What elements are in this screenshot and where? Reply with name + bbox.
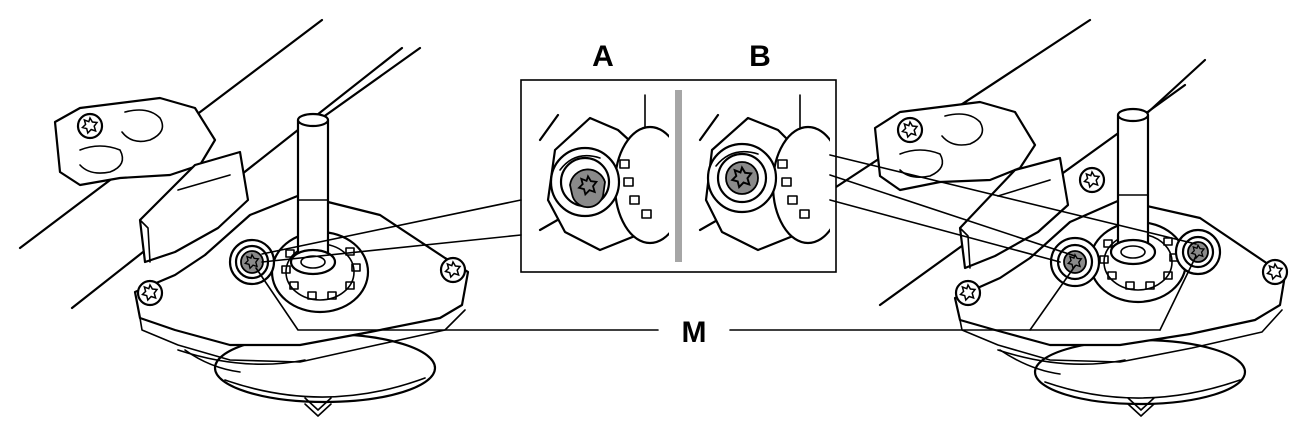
right-turntable	[1033, 338, 1247, 406]
inset-divider	[675, 90, 682, 262]
label-a: A	[592, 40, 614, 73]
right-bracket-screw-icon	[898, 118, 922, 142]
left-corner-screw-icon	[138, 281, 162, 305]
left-bracket-screw-icon	[78, 114, 102, 138]
inset-a-screw-retracted	[569, 168, 606, 209]
left-assembly	[18, 18, 470, 417]
left-drive-shaft	[296, 118, 330, 262]
right-corner-screw-icon	[956, 281, 980, 305]
leader-lines	[255, 154, 1197, 331]
detail-inset	[520, 79, 837, 273]
right-assembly	[796, 18, 1287, 417]
right-corner-screw-icon	[1263, 260, 1287, 284]
inset-panel-a	[538, 94, 669, 252]
label-m: M	[682, 316, 707, 349]
left-corner-screw-icon	[441, 258, 465, 282]
right-bracket-screw-icon	[1080, 168, 1104, 192]
label-b: B	[749, 40, 771, 73]
right-drive-shaft	[1116, 113, 1150, 252]
inset-panel-b	[698, 94, 830, 252]
